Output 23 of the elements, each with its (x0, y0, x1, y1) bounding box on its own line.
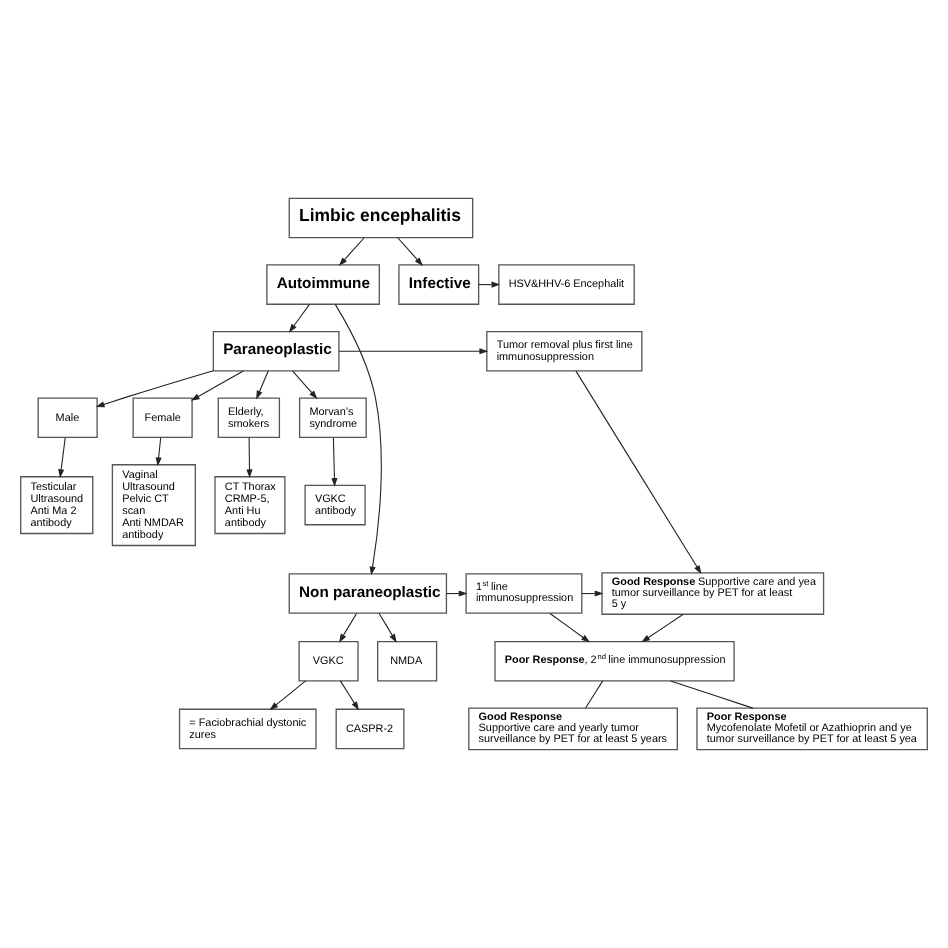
arrow (292, 370, 318, 400)
arrow (288, 303, 311, 333)
arrow (339, 680, 359, 711)
arrow (269, 680, 307, 711)
arrow (334, 304, 382, 576)
arrow (338, 348, 489, 355)
arrow (256, 370, 269, 400)
arrow (95, 370, 214, 408)
arrow (338, 237, 365, 266)
arrow (397, 237, 423, 266)
arrow (190, 370, 244, 401)
arrow (575, 370, 702, 575)
arrow (641, 613, 684, 643)
arrow (581, 590, 604, 597)
arrow (246, 437, 253, 479)
connector (585, 680, 604, 709)
arrow (339, 612, 358, 643)
arrow (331, 437, 338, 487)
arrow (155, 437, 162, 467)
node-box: Limbic encephalitis (288, 197, 474, 239)
arrow (58, 437, 66, 479)
arrow (549, 612, 591, 643)
arrow (378, 612, 397, 643)
